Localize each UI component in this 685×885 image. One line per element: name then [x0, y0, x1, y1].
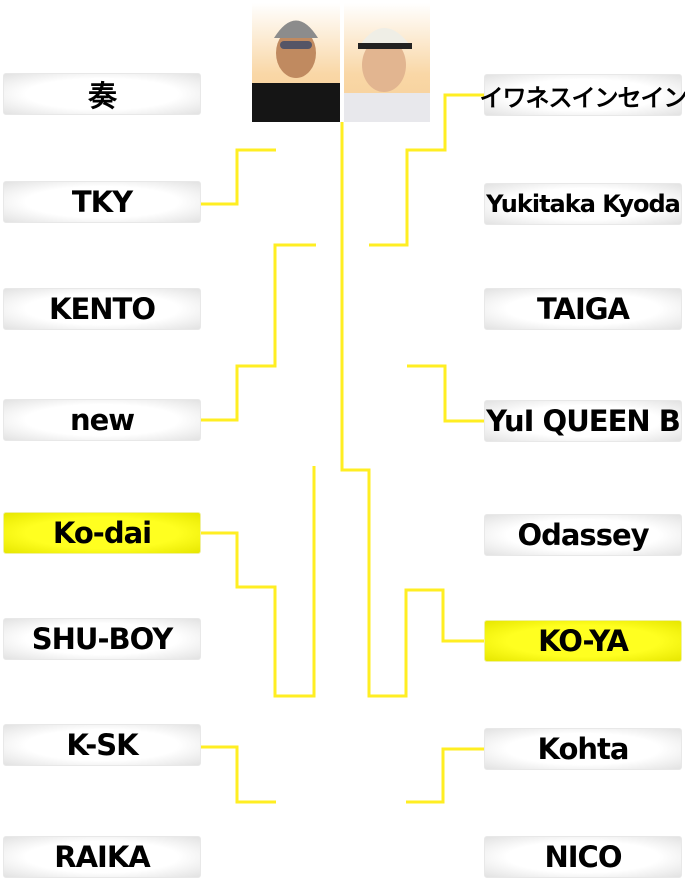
- player-right-5[interactable]: Odassey: [484, 514, 682, 556]
- line-kodai: [201, 466, 316, 698]
- finalist-photo-right: [344, 3, 430, 122]
- player-right-4[interactable]: YuI QUEEN B: [484, 400, 682, 442]
- finalist-photo-left: [252, 3, 340, 122]
- player-left-8[interactable]: RAIKA: [3, 836, 201, 878]
- player-left-4[interactable]: new: [3, 399, 201, 441]
- person-icon: [252, 20, 340, 122]
- player-right-3[interactable]: TAIGA: [484, 288, 682, 330]
- player-right-6-winner[interactable]: KO-YA: [484, 620, 682, 662]
- line-new: [201, 243, 316, 422]
- player-right-8[interactable]: NICO: [484, 836, 682, 878]
- player-left-3[interactable]: KENTO: [3, 288, 201, 330]
- player-right-1[interactable]: イワネスインセイン: [480, 74, 685, 116]
- line-yui: [407, 364, 484, 423]
- player-left-7[interactable]: K-SK: [3, 724, 201, 766]
- line-ksk: [201, 745, 276, 804]
- player-left-1[interactable]: 奏: [3, 73, 201, 115]
- player-left-6[interactable]: SHU-BOY: [3, 618, 201, 660]
- line-kohta: [406, 747, 484, 804]
- player-right-7[interactable]: Kohta: [484, 728, 682, 770]
- line-final: [340, 122, 484, 698]
- line-tky: [201, 148, 276, 206]
- line-iwanes: [369, 93, 484, 247]
- player-left-5-winner[interactable]: Ko-dai: [3, 512, 201, 554]
- person-icon: [344, 28, 430, 122]
- player-left-2[interactable]: TKY: [3, 181, 201, 223]
- player-right-2[interactable]: Yukitaka Kyoda: [484, 183, 682, 225]
